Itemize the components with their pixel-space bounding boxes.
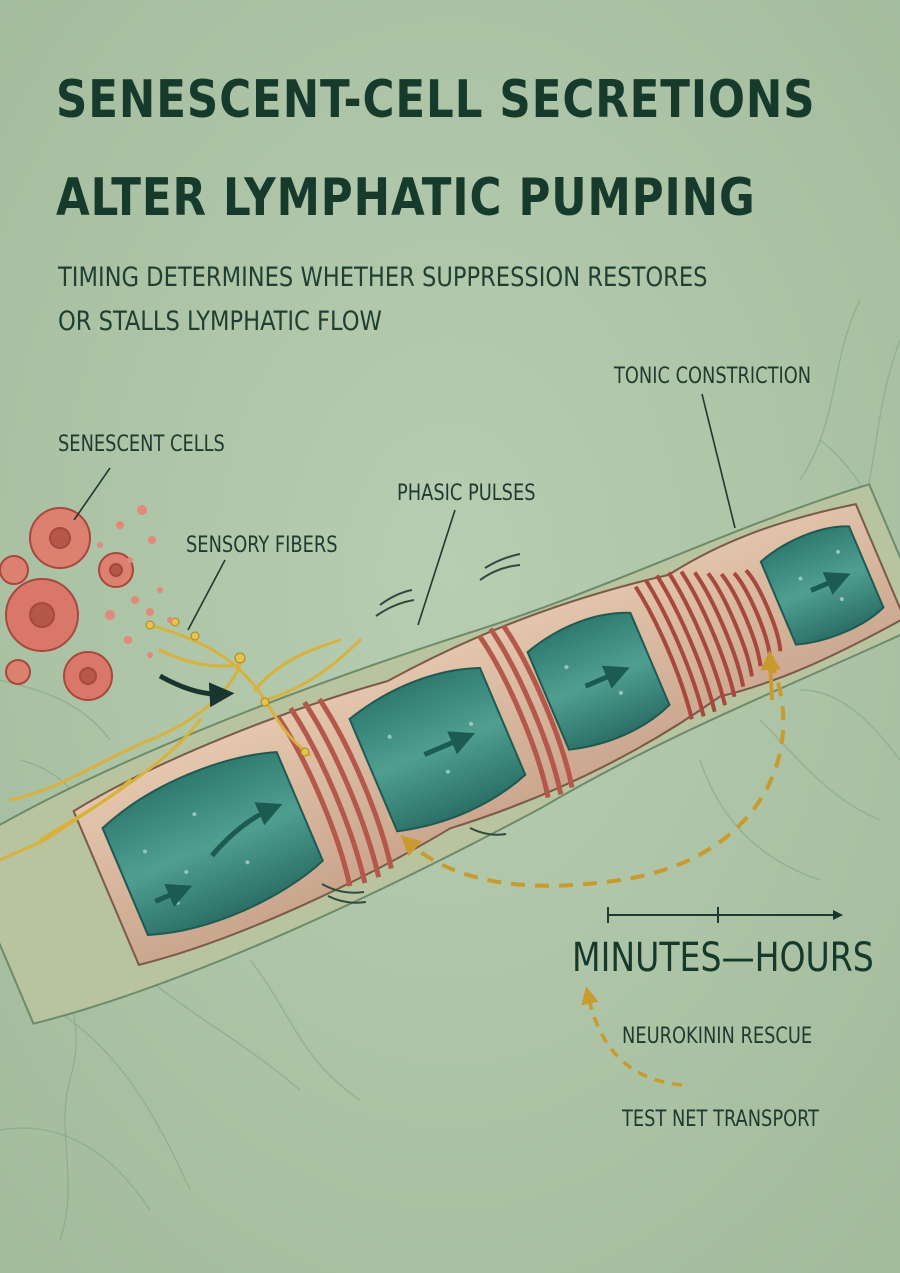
flow-arrows — [154, 571, 851, 908]
flow-arrow-2 — [210, 802, 283, 858]
flow-arrow-3 — [423, 731, 476, 757]
title-line-2: ALTER LYMPHATIC PUMPING — [56, 168, 756, 228]
label-phasic-pulses: PHASIC PULSES — [397, 481, 536, 506]
lumen-chamber-1 — [101, 751, 324, 936]
fiber-varicosities — [145, 617, 310, 757]
subtitle-line-2: OR STALLS LYMPHATIC FLOW — [58, 306, 382, 337]
flow-arrow-5 — [810, 571, 851, 595]
pulse-motion-lines — [321, 553, 521, 904]
label-senescent-cells: SENESCENT CELLS — [58, 432, 225, 457]
lymphatic-vessel — [0, 483, 900, 1025]
leader-tonic-constriction — [701, 393, 736, 529]
label-leaders — [73, 393, 736, 631]
senescent-cells — [0, 507, 134, 701]
label-sensory-fibers: SENSORY FIBERS — [186, 533, 338, 558]
subtitle-line-1: TIMING DETERMINES WHETHER SUPPRESSION RE… — [58, 262, 708, 293]
timeline-axis — [607, 907, 843, 923]
sensory-fibers — [0, 623, 362, 862]
timeline-label: MINUTES—HOURS — [572, 935, 874, 981]
secretion-arrow — [158, 673, 235, 708]
leader-phasic-pulses — [417, 509, 456, 626]
leader-sensory-fibers — [187, 559, 226, 631]
flow-arrow-1 — [154, 883, 193, 908]
leader-senescent-cells — [73, 467, 111, 521]
feedback-dashed-arrow-head — [760, 650, 781, 701]
label-tonic-constriction: TONIC CONSTRICTION — [614, 364, 812, 389]
note-neurokinin-rescue: NEUROKININ RESCUE — [622, 1024, 813, 1049]
feedback-dashed-arrow — [400, 659, 786, 888]
title-line-1: SENESCENT-CELL SECRETIONS — [56, 70, 816, 130]
flow-arrow-4 — [584, 665, 630, 689]
note-test-net-transport: TEST NET TRANSPORT — [622, 1107, 819, 1132]
secretion-particles — [97, 505, 173, 658]
